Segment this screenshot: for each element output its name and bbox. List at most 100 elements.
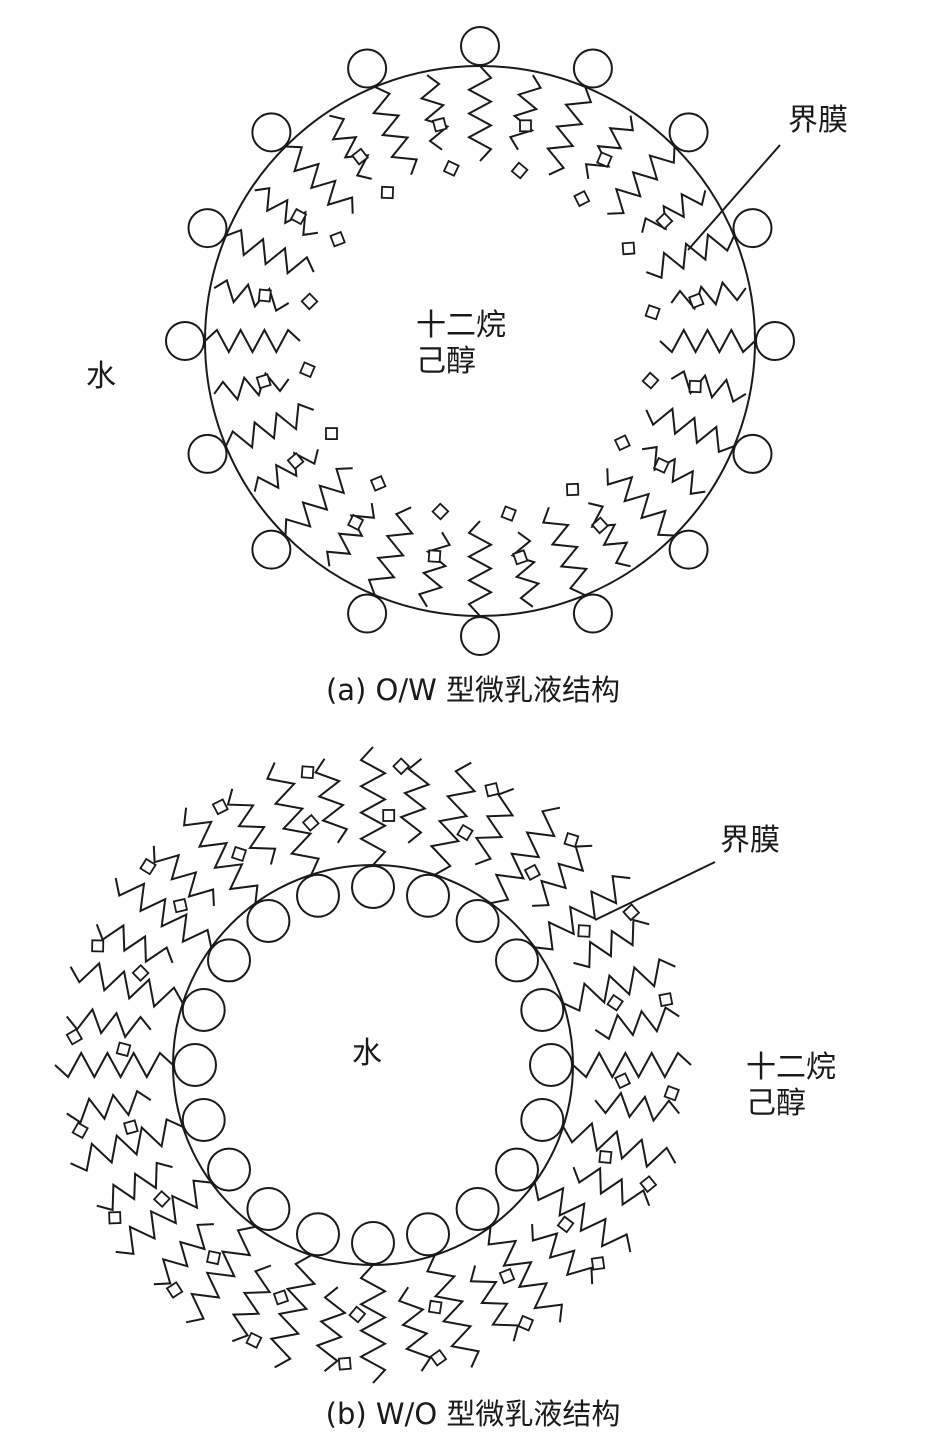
panel-b-water-label: 水 xyxy=(352,1036,382,1071)
cosurfactant-head xyxy=(272,1289,290,1306)
cosurfactant-head xyxy=(206,1250,222,1266)
cosurfactant-head xyxy=(658,992,674,1008)
surfactant-tail xyxy=(534,874,631,951)
panel-b-caption: (b) W/O 型微乳液结构 xyxy=(326,1397,621,1431)
surfactant-tail xyxy=(487,1226,564,1323)
surfactant-head xyxy=(296,1212,340,1257)
surfactant-head xyxy=(460,616,500,656)
surfactant-head xyxy=(296,873,340,918)
surfactant-head xyxy=(460,26,500,66)
surfactant-head xyxy=(181,1098,226,1142)
surfactant-head xyxy=(347,48,388,89)
cosurfactant-tail xyxy=(313,758,349,844)
cosurfactant-head xyxy=(688,292,705,309)
cosurfactant-tail xyxy=(588,502,631,568)
cosurfactant-head xyxy=(65,1028,84,1046)
cosurfactant-head xyxy=(606,993,624,1012)
cosurfactant-head xyxy=(286,451,305,471)
cosurfactant-head xyxy=(431,116,448,133)
surfactant-tail xyxy=(269,1254,317,1369)
surfactant-tail xyxy=(645,232,736,280)
cosurfactant-head xyxy=(211,798,229,816)
surfactant-tail xyxy=(265,762,321,876)
cosurfactant-tail xyxy=(66,1007,152,1039)
surfactant-head xyxy=(732,208,773,249)
surfactant-head xyxy=(347,593,388,634)
surfactant-head xyxy=(187,433,228,474)
surfactant-tail xyxy=(69,961,184,1009)
surfactant-tail xyxy=(425,1254,481,1368)
surfactant-head xyxy=(251,529,292,570)
cosurfactant-tail xyxy=(508,74,543,151)
panel-b-oil-label-line2: 己醇 xyxy=(746,1086,806,1121)
cosurfactant-head xyxy=(613,1072,632,1090)
cosurfactant-head xyxy=(484,781,500,798)
cosurfactant-tail xyxy=(510,531,541,608)
cosurfactant-tail xyxy=(641,190,707,233)
surfactant-tail xyxy=(429,761,477,876)
panel-a-film-pointer-line xyxy=(687,144,781,251)
cosurfactant-head xyxy=(299,361,316,379)
cosurfactant-tail xyxy=(469,1265,520,1342)
surfactant-tail xyxy=(659,327,756,355)
surfactant-tail xyxy=(367,506,415,596)
cosurfactant-head xyxy=(71,1121,89,1140)
cosurfactant-head xyxy=(590,1256,606,1271)
surfactant-head xyxy=(351,1221,395,1265)
surfactant-tail xyxy=(562,1121,677,1169)
cosurfactant-head xyxy=(663,1084,680,1102)
cosurfactant-tail xyxy=(474,787,515,866)
cosurfactant-head xyxy=(498,1267,516,1285)
cosurfactant-head xyxy=(346,513,365,532)
cosurfactant-head xyxy=(131,963,150,983)
cosurfactant-head xyxy=(255,373,272,390)
cosurfactant-head xyxy=(172,897,189,914)
cosurfactant-head xyxy=(165,1281,184,1299)
surfactant-tail xyxy=(607,146,676,215)
panel-a-oil-label-line2: 己醇 xyxy=(416,344,476,379)
cosurfactant-head xyxy=(563,832,580,848)
cosurfactant-head xyxy=(519,119,532,133)
cosurfactant-head xyxy=(427,549,442,564)
cosurfactant-tail xyxy=(594,1005,680,1041)
cosurfactant-tail xyxy=(96,1161,173,1212)
cosurfactant-head xyxy=(596,151,613,168)
cosurfactant-head xyxy=(644,304,661,321)
surfactant-head xyxy=(207,1147,251,1192)
cosurfactant-head xyxy=(456,823,474,842)
cosurfactant-head xyxy=(301,813,320,832)
surfactant-tail xyxy=(562,957,676,1013)
panel-b-wo-structure: 界膜 水 十二烷 己醇 (b) W/O 型微乳液结构 xyxy=(54,746,836,1431)
cosurfactant-tail xyxy=(152,845,215,906)
cosurfactant-head xyxy=(510,161,529,180)
surfactant-head xyxy=(668,112,709,153)
panel-b-surfactant-heads xyxy=(173,865,573,1265)
surfactant-head xyxy=(572,593,613,634)
cosurfactant-head xyxy=(573,189,591,208)
cosurfactant-tail xyxy=(594,1091,680,1123)
surfactant-tail xyxy=(490,806,561,905)
cosurfactant-tail xyxy=(226,788,277,865)
cosurfactant-head xyxy=(655,211,674,231)
cosurfactant-head xyxy=(139,857,157,876)
cosurfactant-head xyxy=(392,757,411,776)
surfactant-tail xyxy=(541,506,589,597)
cosurfactant-tail xyxy=(419,74,450,151)
cosurfactant-head xyxy=(621,241,636,256)
cosurfactant-head xyxy=(351,147,369,166)
surfactant-head xyxy=(572,48,613,89)
panel-a-cosurfactant-molecules xyxy=(255,116,705,566)
cosurfactant-tail xyxy=(66,1089,152,1125)
panel-b-surfactant-tails xyxy=(54,746,692,1384)
cosurfactant-tail xyxy=(399,758,431,844)
cosurfactant-tail xyxy=(213,278,290,313)
cosurfactant-tail xyxy=(231,1264,272,1343)
surfactant-tail xyxy=(115,1179,212,1256)
cosurfactant-tail xyxy=(153,1223,214,1286)
panel-a-ow-structure: 界膜 水 十二烷 己醇 (a) O/W 型微乳液结构 xyxy=(86,26,848,707)
surfactant-head xyxy=(246,899,291,943)
cosurfactant-tail xyxy=(573,918,650,969)
panel-a-surfactant-heads xyxy=(165,26,795,656)
cosurfactant-tail xyxy=(670,280,747,311)
